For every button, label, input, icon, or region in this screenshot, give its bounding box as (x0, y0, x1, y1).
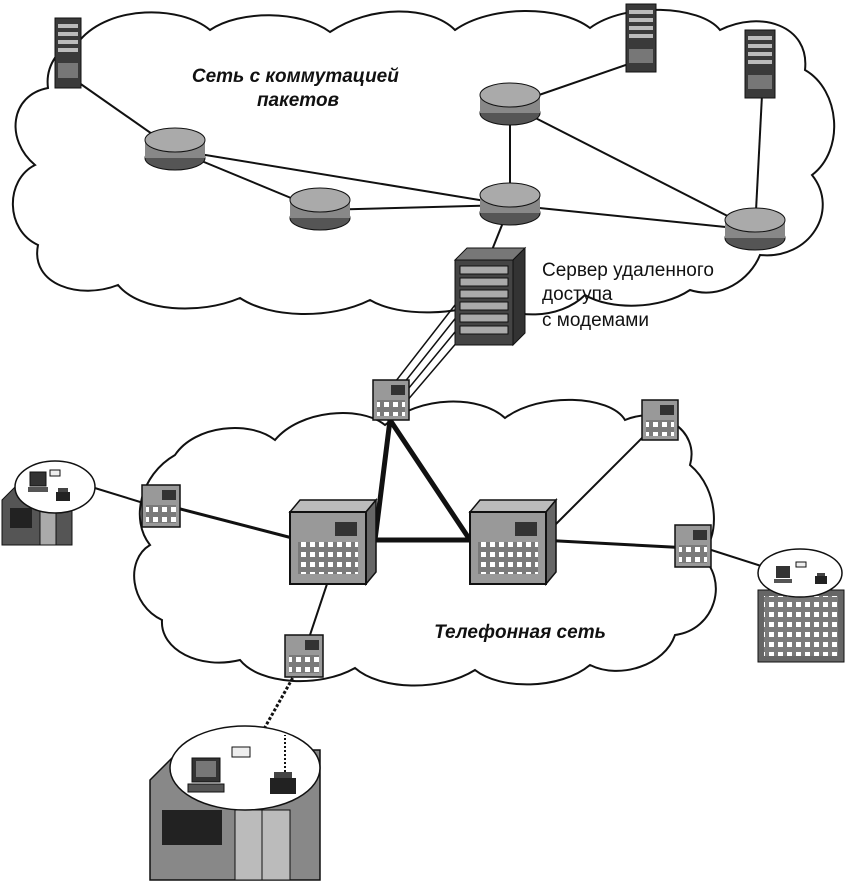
router-icon (289, 187, 351, 231)
computer-icon (28, 471, 48, 492)
computer-icon (187, 757, 225, 793)
phone-switch-icon (288, 497, 378, 587)
server-icon (54, 17, 82, 89)
telephone-icon (270, 772, 296, 794)
telephone-network-cloud (133, 398, 717, 687)
user-bubble (757, 548, 843, 598)
remote-access-server-icon (453, 246, 527, 347)
modem-icon (795, 561, 807, 568)
pbx-icon (141, 484, 181, 528)
server-icon (744, 29, 776, 99)
modem-icon (49, 469, 61, 477)
router-icon (479, 182, 541, 226)
pbx-icon (641, 399, 679, 441)
pbx-icon (372, 379, 410, 421)
telephone-icon (56, 488, 70, 501)
packet-network-cloud (11, 8, 836, 316)
telephone-network-label: Телефонная сеть (434, 622, 606, 643)
phone-switch-icon (468, 497, 558, 587)
user-bubble (14, 460, 96, 514)
telephone-icon (815, 573, 827, 584)
modem-icon (231, 746, 251, 758)
pbx-icon (284, 634, 324, 678)
pbx-icon (674, 524, 712, 568)
router-icon (144, 127, 206, 171)
server-icon (625, 3, 657, 73)
router-icon (479, 82, 541, 126)
router-icon (724, 207, 786, 251)
computer-icon (774, 566, 792, 583)
office-building-icon (757, 589, 845, 663)
packet-network-label: Сеть с коммутацией пакетов (192, 66, 404, 111)
server-label: Сервер удаленного доступа с модемами (542, 260, 719, 331)
